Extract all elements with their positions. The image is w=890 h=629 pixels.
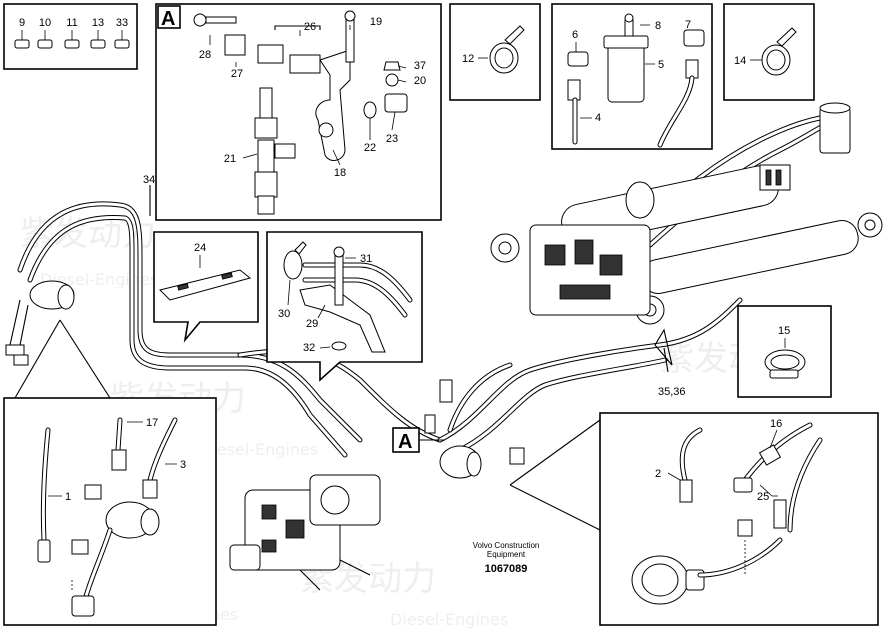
a-label-27: 27: [231, 68, 243, 80]
footer-company: Volvo Construction: [473, 541, 540, 550]
leader-35-36: [663, 347, 669, 373]
kit-label-13: 13: [92, 17, 104, 29]
left-accumulator: [5, 280, 75, 366]
bracket-24-box: 24: [153, 231, 259, 343]
reference-a-marker: A: [392, 427, 445, 453]
bracket-18-icon: [315, 49, 351, 161]
a-label-26: 26: [304, 21, 316, 33]
clamp-14-label: 14: [734, 55, 746, 67]
fitting-23-22-icon: [363, 93, 408, 119]
a-label-20: 20: [414, 75, 426, 87]
filter-label-4: 4: [595, 112, 601, 124]
filter-label-7: 7: [685, 19, 691, 31]
a-label-19: 19: [370, 16, 382, 28]
clamp-14-box: 14: [723, 3, 815, 101]
kit-box: 9 10 11 13 33: [3, 3, 138, 70]
nut-32-icon: [331, 341, 347, 351]
ll-label-17: 17: [146, 417, 158, 429]
filter-detail-box: 7 8 6 5 4: [551, 3, 713, 150]
filter-label-8: 8: [655, 20, 661, 32]
hose-clamp-icon: [761, 27, 797, 76]
clamp-12-label: 12: [462, 53, 474, 65]
clamp-label-30: 30: [278, 308, 290, 320]
lower-right-detail-box: 16 2 25: [509, 412, 879, 626]
filter-label-5: 5: [658, 59, 664, 71]
clamp-label-31: 31: [360, 253, 372, 265]
bracket-24-label: 24: [194, 242, 206, 254]
watermark-en: Diesel-Engines: [390, 610, 508, 629]
a-label-18: 18: [334, 167, 346, 179]
filter-label-6: 6: [572, 29, 578, 41]
a-label-22: 22: [364, 142, 376, 154]
clamp-26-icon: [257, 25, 321, 74]
a-label-21: 21: [224, 153, 236, 165]
pump-assembly: [229, 474, 381, 591]
cylinder-assembly: [490, 102, 883, 325]
detail-a-box: A: [155, 3, 442, 221]
a-label-23: 23: [386, 133, 398, 145]
lr-label-25: 25: [757, 491, 769, 503]
fitting-6-icon: [567, 51, 589, 101]
document-number: 1067089: [485, 563, 528, 575]
kit-label-10: 10: [39, 17, 51, 29]
accumulator-icon: [71, 484, 160, 555]
lower-left-detail-box: 17 3 1: [3, 319, 217, 626]
drawing-footer: Volvo Construction Equipment 1067089: [473, 541, 540, 575]
bolt-head-icon: [344, 10, 356, 22]
clamp-15-label: 15: [778, 325, 790, 337]
center-accumulator: [424, 379, 525, 479]
lr-label-16: 16: [770, 418, 782, 430]
label-35-36: 35,36: [658, 386, 686, 398]
label-34: 34: [143, 174, 155, 186]
watermark-en: Diesel-Engines: [40, 270, 158, 289]
plate-27-icon: [224, 34, 246, 56]
clamp-15-box: 15: [737, 305, 832, 398]
lr-label-2: 2: [655, 468, 661, 480]
clamp-label-32: 32: [303, 342, 315, 354]
ll-label-3: 3: [180, 459, 186, 471]
filter-icon: [603, 13, 649, 103]
detail-a-letter: A: [161, 8, 175, 30]
watermark-en: Diesel-Engines: [200, 440, 318, 459]
a-label-37: 37: [414, 60, 426, 72]
bolt-19-icon: [345, 17, 355, 63]
kit-label-33: 33: [116, 17, 128, 29]
hose-clamp-icon: [283, 241, 307, 280]
ll-label-1: 1: [65, 491, 71, 503]
reference-a-letter: A: [398, 431, 412, 453]
fitting-7-icon: [683, 29, 705, 79]
kit-label-11: 11: [66, 17, 77, 29]
hose-clamp-icon: [489, 25, 525, 74]
tee-21-icon: [254, 87, 296, 215]
band-clamp-icon: [764, 349, 806, 379]
kit-label-9: 9: [19, 17, 25, 29]
a-label-28: 28: [199, 49, 211, 61]
clamp-35-36: [654, 328, 673, 366]
footer-department: Equipment: [487, 550, 526, 559]
bracket-plate-icon: [159, 269, 252, 301]
clamp-12-box: 12: [449, 3, 541, 101]
clamp-label-29: 29: [306, 318, 318, 330]
bolt-31-icon: [334, 254, 344, 306]
clamp-detail-box: 31 30 29 32: [266, 231, 423, 382]
bolt-28-icon: [193, 13, 237, 27]
seal-ring-icon: [14, 39, 130, 49]
